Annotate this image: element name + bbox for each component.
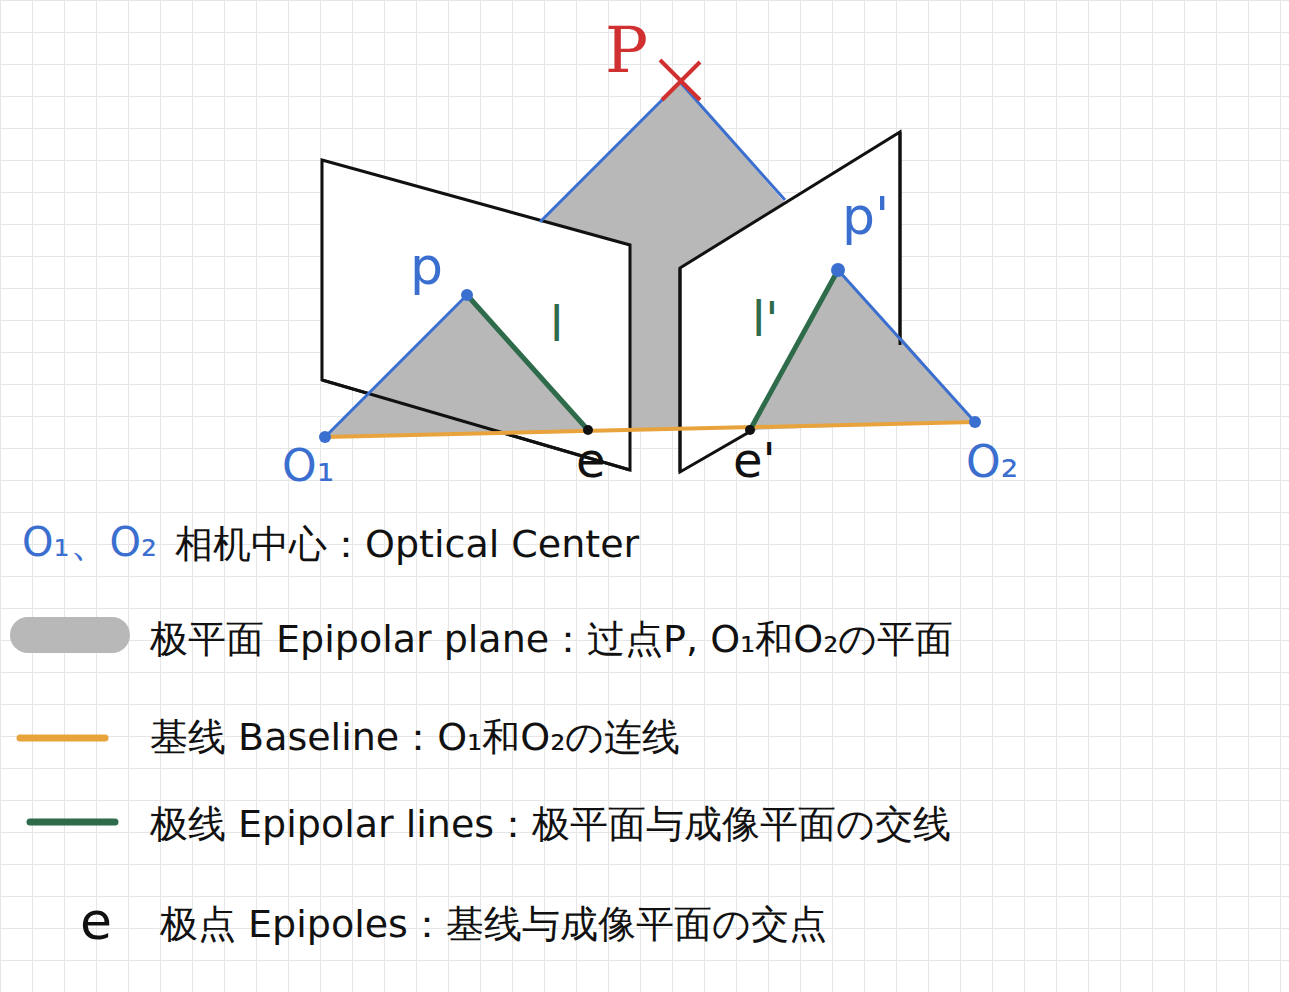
epipolar-plane-left (325, 295, 588, 437)
epipole-label: e (576, 436, 606, 484)
plane-edge (679, 268, 682, 472)
plane-edge (899, 132, 902, 345)
legend-text: 极点 Epipoles：基线与成像平面の交点 (160, 905, 827, 943)
line-label: l' (752, 295, 779, 343)
epipole (583, 425, 593, 435)
legend-text: 相机中心：Optical Center (175, 525, 639, 563)
epipole (745, 425, 755, 435)
center-label: O₂ (966, 440, 1018, 484)
ray (838, 270, 975, 422)
image-point (461, 289, 473, 301)
legend-text: 极平面 Epipolar plane：过点P, O₁和O₂の平面 (150, 620, 953, 658)
epipolar-line (750, 270, 838, 430)
ray (680, 82, 785, 200)
line-label: l (550, 300, 563, 348)
legend-text: 极线 Epipolar lines：极平面与成像平面の交线 (150, 805, 951, 843)
left-image-plane (322, 160, 630, 470)
optical-center (319, 431, 331, 443)
point-label: p (410, 240, 443, 292)
legend-text: 基线 Baseline：O₁和O₂の连线 (150, 718, 680, 756)
epipolar-line (467, 295, 588, 430)
legend-symbol: O₁、O₂ (22, 522, 157, 562)
image-point (831, 263, 845, 277)
ray (540, 82, 680, 222)
legend-line-sample (30, 819, 115, 826)
ray (325, 295, 467, 437)
point-label: p' (842, 190, 889, 242)
legend-line-sample (20, 735, 105, 742)
world-point (660, 60, 700, 100)
epipole-label: e' (733, 436, 776, 484)
legend-symbol: e (80, 895, 112, 947)
legend-swatch (10, 617, 130, 653)
center-label: O₁ (282, 444, 334, 488)
baseline (325, 422, 975, 437)
optical-center (969, 416, 981, 428)
point-label: P (605, 18, 648, 82)
epipolar-plane-right (750, 270, 975, 430)
